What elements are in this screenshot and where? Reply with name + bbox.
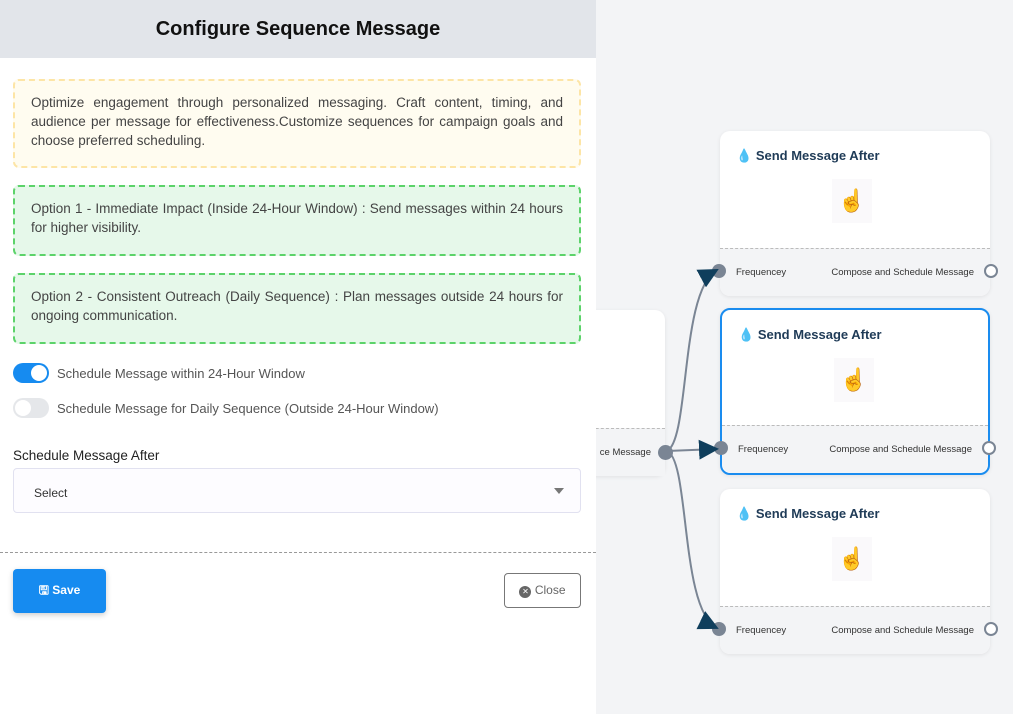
edge-1 (666, 269, 719, 452)
output-port[interactable] (982, 441, 996, 455)
close-button[interactable]: ✕ Close (504, 573, 581, 608)
output-label: Compose and Schedule Message (829, 444, 972, 455)
close-circle-icon: ✕ (519, 586, 532, 598)
card-title: Send Message After (757, 327, 882, 342)
close-label: Close (534, 583, 566, 597)
edge-3 (666, 450, 719, 630)
node-card[interactable]: 💧 Send Message After ☝ Frequencey Compose… (712, 489, 998, 654)
source-output-label: ce Message (599, 447, 651, 458)
output-port[interactable] (984, 622, 998, 636)
info-note: Optimize engagement through personalized… (13, 79, 581, 168)
toggle-daily[interactable]: Schedule Message for Daily Sequence (Out… (13, 398, 439, 418)
drop-icon: 💧 (736, 148, 753, 163)
toggle-switch-on[interactable] (13, 363, 49, 383)
input-label: Frequencey (736, 625, 787, 636)
panel-title: Configure Sequence Message (0, 0, 596, 58)
toggle-label: Schedule Message for Daily Sequence (Out… (57, 400, 439, 416)
caret-down-icon (554, 488, 564, 499)
select-label: Schedule Message After (13, 448, 160, 463)
schedule-after-select[interactable]: Select (13, 468, 581, 513)
drop-icon: 💧 (738, 327, 755, 342)
toggle-24h[interactable]: Schedule Message within 24-Hour Window (13, 363, 305, 383)
hand-pointer-icon[interactable]: ☝ (832, 179, 872, 223)
hand-pointer-icon[interactable]: ☝ (832, 537, 872, 581)
option2-note: Option 2 - Consistent Outreach (Daily Se… (13, 273, 581, 344)
config-panel: Configure Sequence Message Optimize enga… (0, 0, 596, 714)
card-title: Send Message After (755, 506, 880, 521)
input-label: Frequencey (738, 444, 789, 455)
select-value: Select (34, 486, 68, 500)
toggle-label: Schedule Message within 24-Hour Window (57, 365, 305, 381)
edge-2 (666, 439, 719, 460)
node-card[interactable]: 💧 Send Message After ☝ Frequencey Compose… (712, 131, 998, 296)
option1-note: Option 1 - Immediate Impact (Inside 24-H… (13, 185, 581, 256)
floppy-icon: 🖫 (38, 582, 49, 597)
hand-pointer-icon[interactable]: ☝ (834, 358, 874, 402)
save-button[interactable]: 🖫 Save (13, 569, 106, 613)
toggle-switch-off[interactable] (13, 398, 49, 418)
card-title: Send Message After (755, 148, 880, 163)
output-port[interactable] (984, 264, 998, 278)
save-label: Save (52, 582, 81, 597)
drop-icon: 💧 (736, 506, 753, 521)
divider (0, 552, 596, 553)
input-label: Frequencey (736, 267, 787, 278)
node-card-selected[interactable]: 💧 Send Message After ☝ Frequencey Compose… (714, 308, 996, 475)
output-label: Compose and Schedule Message (831, 267, 974, 278)
output-label: Compose and Schedule Message (831, 625, 974, 636)
